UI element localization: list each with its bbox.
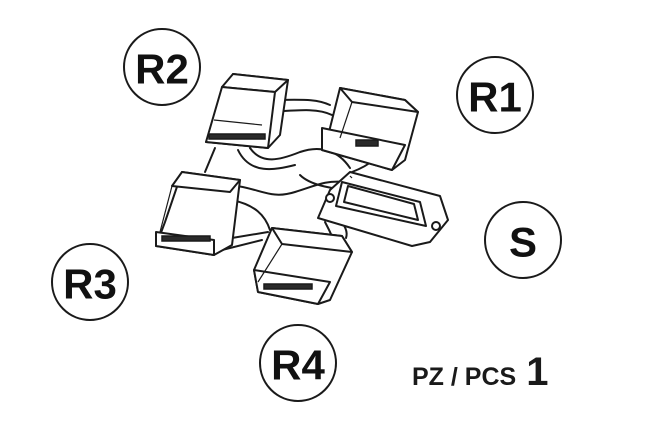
callout-r4: R4	[259, 324, 337, 402]
callout-r2: R2	[123, 28, 201, 106]
module-r2	[205, 73, 289, 149]
module-r3	[155, 171, 241, 256]
quantity-value: 1	[526, 350, 549, 394]
callout-s: S	[484, 201, 562, 279]
callout-r4-label: R4	[271, 342, 325, 389]
callout-s-label: S	[509, 219, 537, 266]
quantity-indicator: PZ / PCS 1	[412, 350, 548, 394]
callout-r1: R1	[456, 56, 534, 134]
callout-r3-label: R3	[63, 261, 117, 308]
callout-r3: R3	[51, 243, 129, 321]
callout-r2-label: R2	[135, 46, 189, 93]
connector-s	[317, 171, 449, 247]
module-r4	[253, 227, 353, 305]
module-r1	[321, 87, 419, 171]
callout-r1-label: R1	[468, 74, 522, 121]
quantity-label: PZ / PCS	[412, 363, 517, 391]
